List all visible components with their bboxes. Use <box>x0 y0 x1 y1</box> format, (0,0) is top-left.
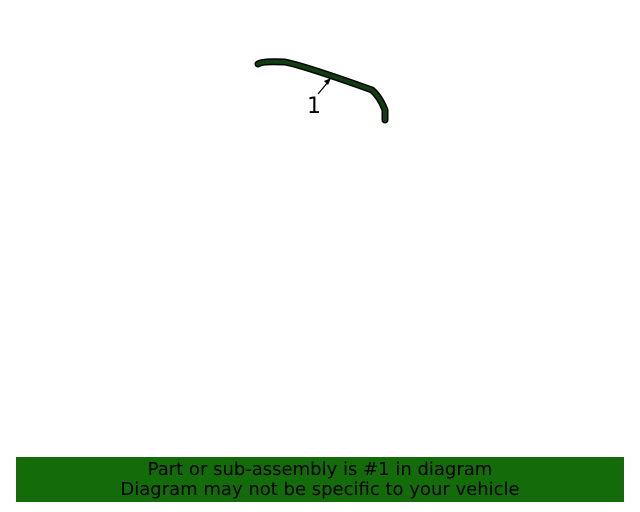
caption-banner: Part or sub-assembly is #1 in diagram Di… <box>16 457 624 502</box>
caption-line-part-number: Part or sub-assembly is #1 in diagram <box>147 458 493 480</box>
callout-leader-line <box>317 81 329 95</box>
callout-arrowhead-icon <box>324 78 331 85</box>
callout-1: 1 <box>307 78 331 119</box>
caption-line-disclaimer: Diagram may not be specific to your vehi… <box>120 478 520 500</box>
trim-molding-part-icon <box>254 58 389 124</box>
callout-number: 1 <box>307 94 321 119</box>
parts-diagram: 1 <box>254 58 389 124</box>
molding-body <box>256 59 387 122</box>
